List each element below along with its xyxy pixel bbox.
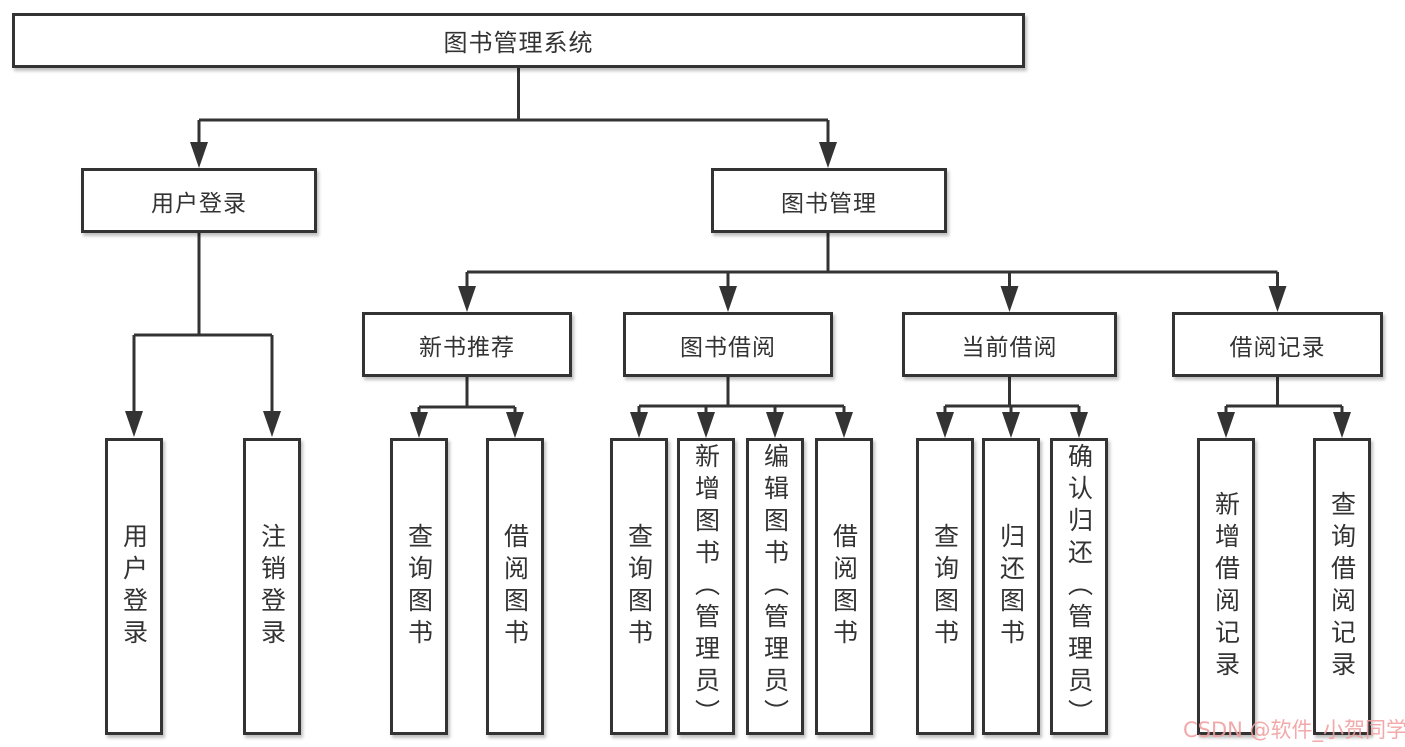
node-leaf-user-login-label: 用户登录	[119, 522, 149, 651]
node-borrow-records-label: 借阅记录	[1229, 334, 1326, 361]
node-leaf-borrow-query: 查询图书	[610, 438, 668, 735]
node-leaf-user-login: 用户登录	[105, 438, 163, 735]
node-current-borrow-label: 当前借阅	[961, 334, 1058, 361]
node-leaf-current-confirm-label: 确认归还（管理员）	[1064, 442, 1094, 731]
node-leaf-current-return: 归还图书	[982, 438, 1040, 735]
node-leaf-records-add-label: 新增借阅记录	[1211, 490, 1241, 683]
node-leaf-current-return-label: 归还图书	[996, 522, 1026, 651]
node-book-borrow: 图书借阅	[623, 312, 833, 377]
node-leaf-logout-label: 注销登录	[257, 522, 287, 651]
node-leaf-borrow-add: 新增图书（管理员）	[677, 438, 735, 735]
node-leaf-borrow-query-label: 查询图书	[624, 522, 654, 651]
node-leaf-borrow-book-label: 借阅图书	[829, 522, 859, 651]
node-leaf-records-query: 查询借阅记录	[1313, 438, 1371, 735]
node-user-login-label: 用户登录	[151, 190, 247, 217]
node-leaf-current-query-label: 查询图书	[930, 522, 960, 651]
csdn-watermark: CSDN @软件_小贺同学	[1183, 718, 1405, 742]
node-leaf-records-query-label: 查询借阅记录	[1327, 490, 1357, 683]
node-leaf-newbook-borrow: 借阅图书	[486, 438, 544, 735]
node-leaf-newbook-borrow-label: 借阅图书	[500, 522, 530, 651]
node-current-borrow: 当前借阅	[902, 312, 1117, 377]
node-leaf-current-query: 查询图书	[916, 438, 974, 735]
node-new-book-recommend: 新书推荐	[362, 312, 572, 377]
node-user-login: 用户登录	[81, 168, 317, 233]
node-borrow-records: 借阅记录	[1172, 312, 1383, 377]
node-book-management: 图书管理	[711, 168, 947, 233]
node-root-label: 图书管理系统	[443, 29, 594, 57]
node-leaf-borrow-add-label: 新增图书（管理员）	[691, 442, 721, 731]
node-leaf-logout: 注销登录	[243, 438, 301, 735]
node-leaf-newbook-query-label: 查询图书	[404, 522, 434, 651]
node-book-borrow-label: 图书借阅	[680, 334, 776, 361]
node-leaf-records-add: 新增借阅记录	[1197, 438, 1255, 735]
node-leaf-borrow-edit: 编辑图书（管理员）	[746, 438, 804, 735]
node-root: 图书管理系统	[12, 13, 1025, 68]
node-leaf-borrow-book: 借阅图书	[815, 438, 873, 735]
node-new-book-recommend-label: 新书推荐	[419, 334, 515, 361]
node-leaf-newbook-query: 查询图书	[390, 438, 448, 735]
node-leaf-borrow-edit-label: 编辑图书（管理员）	[760, 442, 790, 731]
node-leaf-current-confirm: 确认归还（管理员）	[1050, 438, 1108, 735]
node-book-management-label: 图书管理	[781, 190, 877, 217]
